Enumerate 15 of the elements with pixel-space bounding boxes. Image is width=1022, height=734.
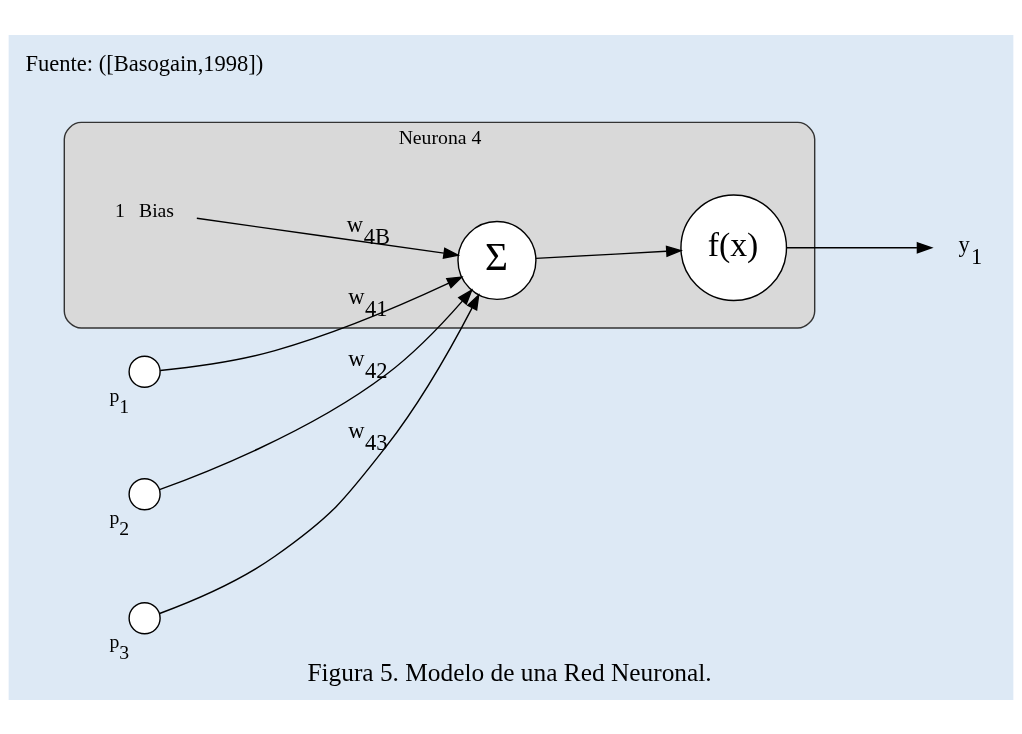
arrow xyxy=(196,217,461,259)
node-circle xyxy=(128,355,161,388)
node-circle xyxy=(128,477,161,510)
node-label: Bias xyxy=(138,198,175,221)
node-circle: f(x) xyxy=(680,193,788,301)
node-circle: Σ xyxy=(457,220,537,300)
label: Fuente: ([Basogain,1998]) xyxy=(25,50,264,76)
arrow xyxy=(158,288,474,490)
arrow xyxy=(158,292,480,614)
arrow xyxy=(159,275,464,371)
node-circle xyxy=(128,601,161,634)
caption: Figura 5. Modelo de una Red Neuronal. xyxy=(307,657,712,686)
arrow xyxy=(535,244,683,259)
arrow xyxy=(786,241,934,254)
node-text: 1 xyxy=(115,198,125,221)
